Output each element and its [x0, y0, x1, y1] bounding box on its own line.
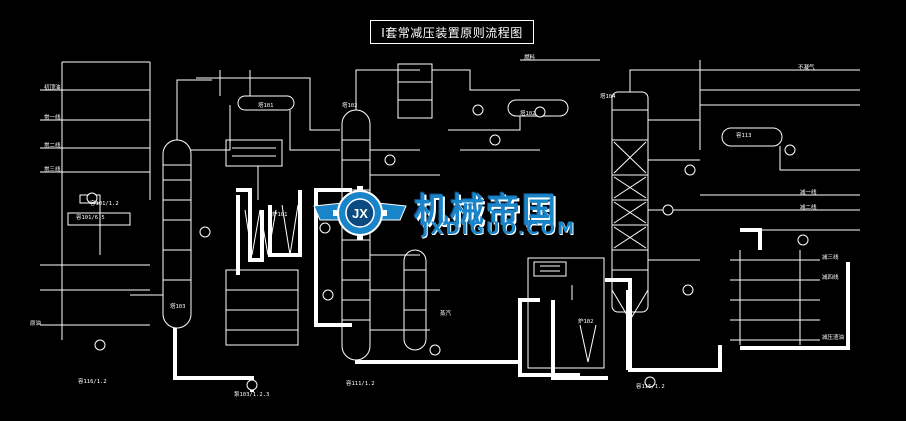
label-tank-111: 容111/1.2: [346, 381, 375, 387]
tower-102: [341, 69, 440, 361]
label-side-3: 常三线: [44, 167, 61, 173]
label-vac-3: 减三线: [822, 255, 839, 261]
label-tank-115: 容115/1.2: [636, 384, 665, 390]
right-exchanger-bank: [730, 250, 820, 345]
label-fuel: 燃料: [524, 55, 536, 61]
label-tower-103: 塔103: [170, 304, 186, 310]
label-tank-116: 容116/1.2: [78, 379, 107, 385]
diagram-title-text: Ⅰ套常减压装置原则流程图: [381, 25, 523, 40]
stripper-column: [403, 249, 427, 351]
label-vac-1: 减一线: [800, 190, 817, 196]
label-vac-4: 减四线: [822, 275, 839, 281]
label-side-1: 常一线: [44, 115, 61, 121]
watermark-en: JXDIGUO.COM: [422, 219, 577, 239]
tower-101: [130, 79, 231, 329]
right-top-cluster: [699, 60, 860, 231]
label-tank-113: 容113: [736, 133, 752, 139]
label-tower-102: 塔102: [520, 111, 536, 117]
label-gas: 不凝气: [798, 65, 815, 71]
top-drum-area: [196, 70, 340, 151]
watermark-gear-logo: JX: [313, 186, 407, 240]
label-tower-102-top: 塔102: [342, 103, 358, 109]
watermark-badge-text: JX: [352, 206, 368, 221]
furnace-101: [225, 139, 299, 346]
label-crude: 原油: [30, 321, 42, 327]
label-tank-101-6: 容101/6.5: [76, 215, 105, 221]
label-side-2: 常二线: [44, 143, 61, 149]
label-steam: 蒸汽: [440, 311, 452, 317]
tower-104: [611, 69, 700, 321]
pumps: [86, 104, 809, 391]
label-top-oil: 初顶油: [44, 85, 61, 91]
label-vac-2: 减二线: [800, 205, 817, 211]
overhead-cluster: [397, 59, 600, 151]
label-tower-104: 塔104: [600, 94, 616, 100]
watermark-cn: 机械帝国: [414, 191, 558, 231]
transfer-lines: [173, 188, 850, 392]
diagram-title: Ⅰ套常减压装置原则流程图: [370, 20, 534, 44]
label-furnace-101: 炉101: [272, 212, 288, 218]
label-pump-103: 泵103/1.2.3: [234, 392, 270, 398]
label-furnace-102: 炉102: [578, 319, 594, 325]
label-tank-101: 容101/1.2: [90, 201, 119, 207]
furnace-102: [527, 257, 605, 369]
label-tower-101: 塔101: [258, 103, 274, 109]
label-residue: 减压渣油: [822, 335, 845, 341]
